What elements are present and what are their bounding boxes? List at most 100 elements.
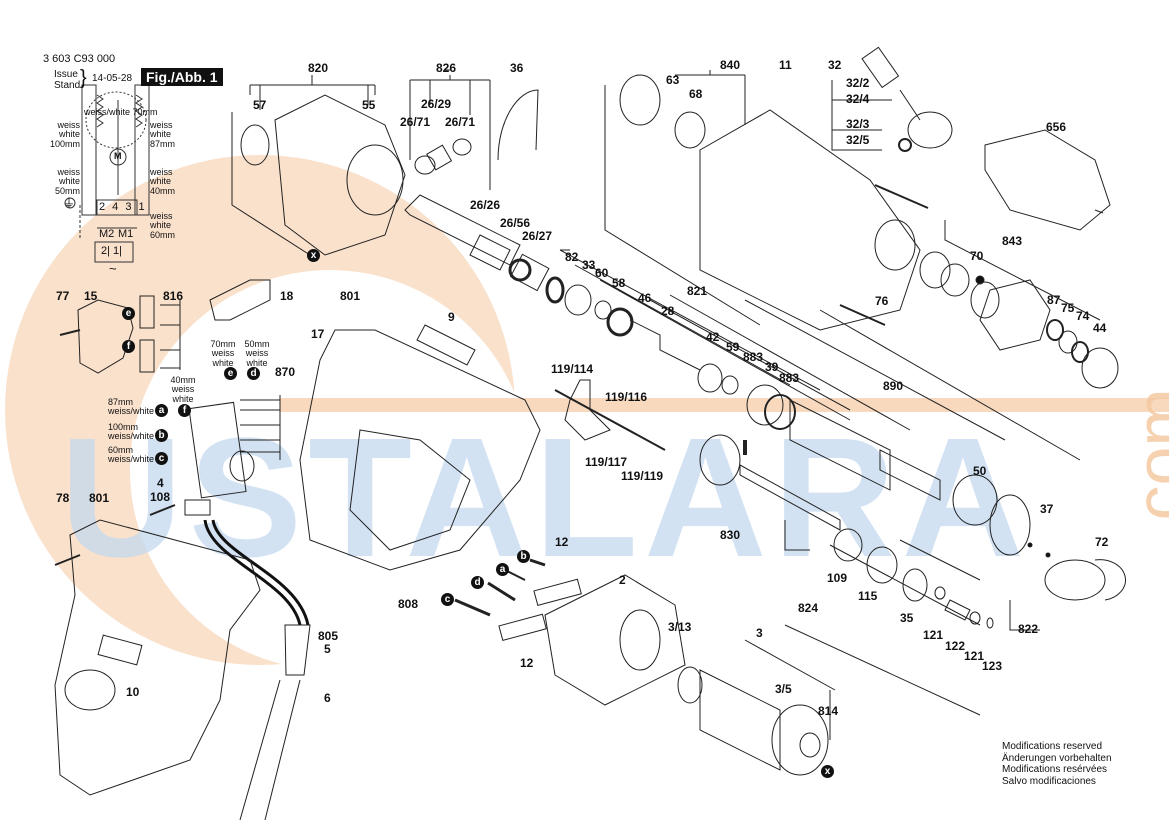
label-108: 108 <box>150 490 171 504</box>
label-119-119: 119/119 <box>621 469 664 483</box>
wire-right-middle-label: weiss white 40mm <box>150 167 175 196</box>
part-119-selector-fork <box>554 379 666 451</box>
label-77: 77 <box>56 289 70 303</box>
label-121-b: 121 <box>964 649 985 663</box>
part-3-armature <box>677 666 829 776</box>
label-72: 72 <box>1095 535 1109 549</box>
label-33: 33 <box>582 258 596 272</box>
part-801-handle-housing-bottom <box>54 519 261 796</box>
label-121-a: 121 <box>923 628 944 642</box>
marker-f-brush: f <box>122 340 135 353</box>
label-50: 50 <box>973 464 987 478</box>
label-15: 15 <box>84 289 98 303</box>
label-119-114: 119/114 <box>551 362 594 376</box>
issue-date: 14-05-28 <box>92 73 133 84</box>
label-32-5: 32/5 <box>846 133 870 147</box>
wire-label-line: white <box>150 220 172 231</box>
motor-symbol: M <box>114 151 122 161</box>
label-76: 76 <box>875 294 889 308</box>
wire-right-lower-label: weiss white 60mm <box>150 211 175 240</box>
label-890: 890 <box>883 379 904 393</box>
ground-icon: ⏚ <box>63 196 76 210</box>
modifications-line-de: Änderungen vorbehalten <box>1002 752 1112 764</box>
wire-label-line: 70mm <box>210 339 236 349</box>
label-46: 46 <box>638 291 652 305</box>
label-824: 824 <box>798 601 819 615</box>
wire-label-line: 50mm <box>54 185 80 196</box>
issue-label-de: Stand <box>54 80 81 91</box>
leader-lines <box>249 69 1081 740</box>
wire-label-line: white <box>150 176 172 187</box>
label-26-56: 26/56 <box>500 216 531 230</box>
label-801-center: 801 <box>340 289 361 303</box>
wire-label-line: white <box>58 176 80 187</box>
wire-left-upper-label: weiss white 100mm <box>48 120 80 149</box>
marker-b-motor: b <box>517 550 530 563</box>
label-816: 816 <box>163 289 184 303</box>
wire-label-line: 100mm <box>108 422 139 432</box>
label-9: 9 <box>448 310 455 324</box>
wire-label-line: weiss <box>150 167 173 177</box>
label-74: 74 <box>1076 309 1090 323</box>
part-826-piston <box>404 138 550 292</box>
terminal-m2: M2 <box>99 228 115 240</box>
part-number: 3 603 C93 000 <box>43 53 116 65</box>
label-55: 55 <box>362 98 376 112</box>
marker-x-armature: x <box>821 765 834 778</box>
label-822: 822 <box>1018 622 1039 636</box>
label-656: 656 <box>1046 120 1067 134</box>
label-35: 35 <box>900 611 914 625</box>
label-26-29: 26/29 <box>421 97 452 111</box>
label-70: 70 <box>970 249 984 263</box>
label-830: 830 <box>720 528 741 542</box>
label-119-117: 119/117 <box>585 455 628 469</box>
label-59: 59 <box>726 340 740 354</box>
marker-c: c <box>155 452 168 465</box>
label-32-3: 32/3 <box>846 117 870 131</box>
wire-label-line: weiss <box>245 348 269 359</box>
wire-label-line: weiss/white <box>108 454 155 465</box>
switch-wire-87-label: 87mm weiss/white <box>108 397 154 417</box>
label-58: 58 <box>612 276 626 290</box>
label-26-27: 26/27 <box>522 229 553 243</box>
wire-label-line: weiss <box>57 120 80 130</box>
wire-label-line: weiss <box>150 120 173 130</box>
part-656-chuck <box>984 129 1111 231</box>
part-801-handle-housing-center <box>299 324 541 571</box>
label-826: 826 <box>436 61 457 75</box>
label-75: 75 <box>1061 301 1075 315</box>
label-4: 4 <box>157 476 164 490</box>
wire-right-upper-label: weiss white 87mm <box>150 120 175 149</box>
marker-e-brush: e <box>122 307 135 320</box>
part-840-gear-cover <box>604 74 921 331</box>
part-5-cable <box>203 519 310 626</box>
switch-wire-60-label: 60mm weiss/white <box>108 445 155 465</box>
label-821: 821 <box>687 284 708 298</box>
label-814: 814 <box>818 704 839 718</box>
label-843: 843 <box>1002 234 1023 248</box>
figure-label: Fig./Abb. 1 <box>141 68 223 86</box>
label-5: 5 <box>324 642 331 656</box>
marker-c-motor: c <box>441 593 454 606</box>
part-821-intermediate-parts <box>545 276 941 501</box>
label-37: 37 <box>1040 502 1054 516</box>
label-805: 805 <box>318 629 339 643</box>
label-32-2: 32/2 <box>846 76 870 90</box>
label-870: 870 <box>275 365 296 379</box>
part-12-brush-holders <box>454 558 582 642</box>
label-44: 44 <box>1093 321 1107 335</box>
label-3-13: 3/13 <box>668 620 692 634</box>
part-18-cover <box>209 279 271 321</box>
modifications-line-es: Salvo modificaciones <box>1002 775 1096 787</box>
wire-label-line: white <box>212 357 234 368</box>
label-87: 87 <box>1047 293 1061 307</box>
issue-label-en: Issue <box>54 69 78 80</box>
wire-label-line: 50mm <box>244 339 270 349</box>
marker-a: a <box>155 404 168 417</box>
marker-x-gear: x <box>307 249 320 262</box>
label-32-4: 32/4 <box>846 92 870 106</box>
wire-label-line: weiss <box>57 167 80 177</box>
label-39: 39 <box>765 360 779 374</box>
label-82: 82 <box>565 250 579 264</box>
label-840: 840 <box>720 58 741 72</box>
